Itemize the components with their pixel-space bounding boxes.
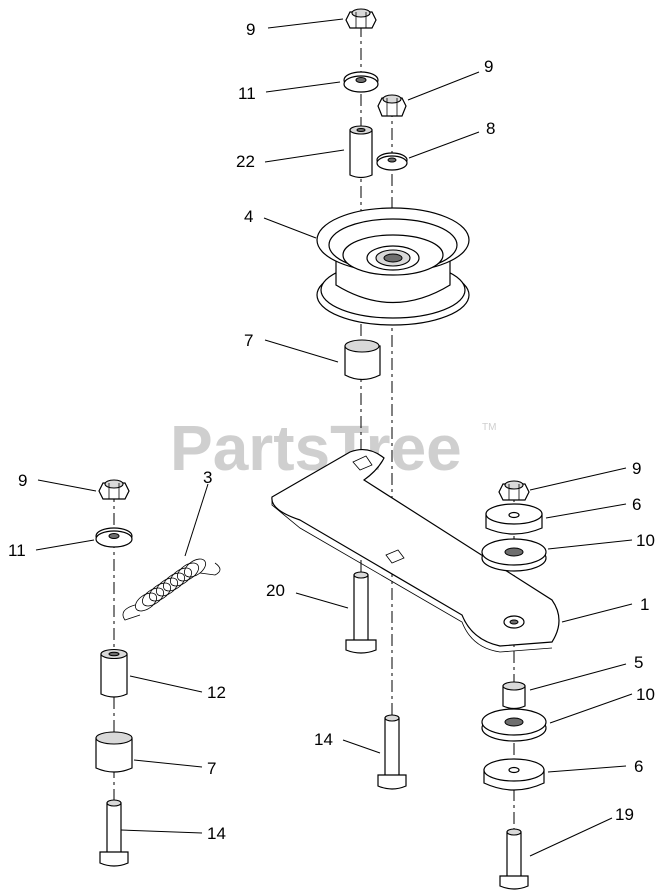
callout-7-upper: 7 <box>244 331 253 350</box>
callout-22: 22 <box>236 152 255 171</box>
leader-3 <box>184 483 209 557</box>
extension-spring <box>122 558 221 621</box>
leader-22 <box>264 149 345 163</box>
nut-middle <box>377 94 407 117</box>
callout-9-right: 9 <box>632 459 641 478</box>
washer-right-lower <box>481 708 547 742</box>
nut-top <box>345 8 377 29</box>
callout-3: 3 <box>203 468 212 487</box>
callout-19: 19 <box>615 805 634 824</box>
callout-7-lower: 7 <box>207 759 216 778</box>
leader-4 <box>263 217 317 239</box>
spacer-left <box>100 648 128 698</box>
callout-6-upper: 6 <box>632 495 641 514</box>
callout-14-mid: 14 <box>314 730 333 749</box>
spacer-washer-upper <box>485 503 543 535</box>
callout-1: 1 <box>640 595 649 614</box>
callout-10-lower: 10 <box>636 685 655 704</box>
callout-9-top: 9 <box>246 20 255 39</box>
leader-5 <box>529 663 627 691</box>
leader-9-mid <box>407 71 480 101</box>
callout-11-left: 11 <box>8 541 26 560</box>
bolt-19 <box>499 828 529 890</box>
callout-5: 5 <box>634 653 643 672</box>
idler-pulley <box>316 207 470 326</box>
nut-right <box>498 480 530 501</box>
washer-top <box>343 71 379 93</box>
leader-12 <box>129 675 203 693</box>
leader-9-right <box>529 467 627 491</box>
leader-7-upper <box>264 339 339 363</box>
washer-right-upper <box>481 538 547 572</box>
callout-6-lower: 6 <box>634 757 643 776</box>
leader-6-lower <box>547 765 627 773</box>
watermark-trademark: TM <box>482 422 496 433</box>
leader-11-top <box>265 81 341 93</box>
callout-4: 4 <box>244 207 253 226</box>
bushing-5 <box>502 681 526 710</box>
leader-7-lower <box>133 759 203 768</box>
callout-10-upper: 10 <box>636 531 655 550</box>
leader-10-upper <box>547 539 633 550</box>
bushing-lower <box>95 731 133 773</box>
leader-1 <box>561 603 633 623</box>
leader-8 <box>408 131 480 159</box>
callout-9-left: 9 <box>18 471 27 490</box>
bolt-20 <box>345 571 377 654</box>
bolt-14-left <box>99 799 129 867</box>
washer-left <box>95 527 133 548</box>
spacer-washer-lower <box>483 758 545 791</box>
leader-20 <box>295 592 349 609</box>
callout-20: 20 <box>266 581 285 600</box>
leader-10-lower <box>549 693 633 724</box>
idler-arm <box>271 448 560 653</box>
callout-12: 12 <box>207 683 226 702</box>
leader-9-left <box>37 479 97 492</box>
callout-11-top: 11 <box>238 84 256 103</box>
nut-left <box>98 479 130 500</box>
callout-8: 8 <box>486 119 495 138</box>
callout-14-left: 14 <box>207 824 226 843</box>
leader-14-left <box>120 829 203 834</box>
leader-9-top <box>267 18 344 29</box>
bushing-upper <box>344 339 381 381</box>
washer-8 <box>376 152 408 171</box>
leader-14-mid <box>342 739 381 754</box>
leader-6-upper <box>545 503 627 519</box>
callout-9-mid: 9 <box>484 57 493 76</box>
spacer-tube <box>349 125 373 179</box>
leader-19 <box>529 817 613 857</box>
leader-11-left <box>35 539 95 551</box>
bolt-14-middle <box>377 714 407 790</box>
